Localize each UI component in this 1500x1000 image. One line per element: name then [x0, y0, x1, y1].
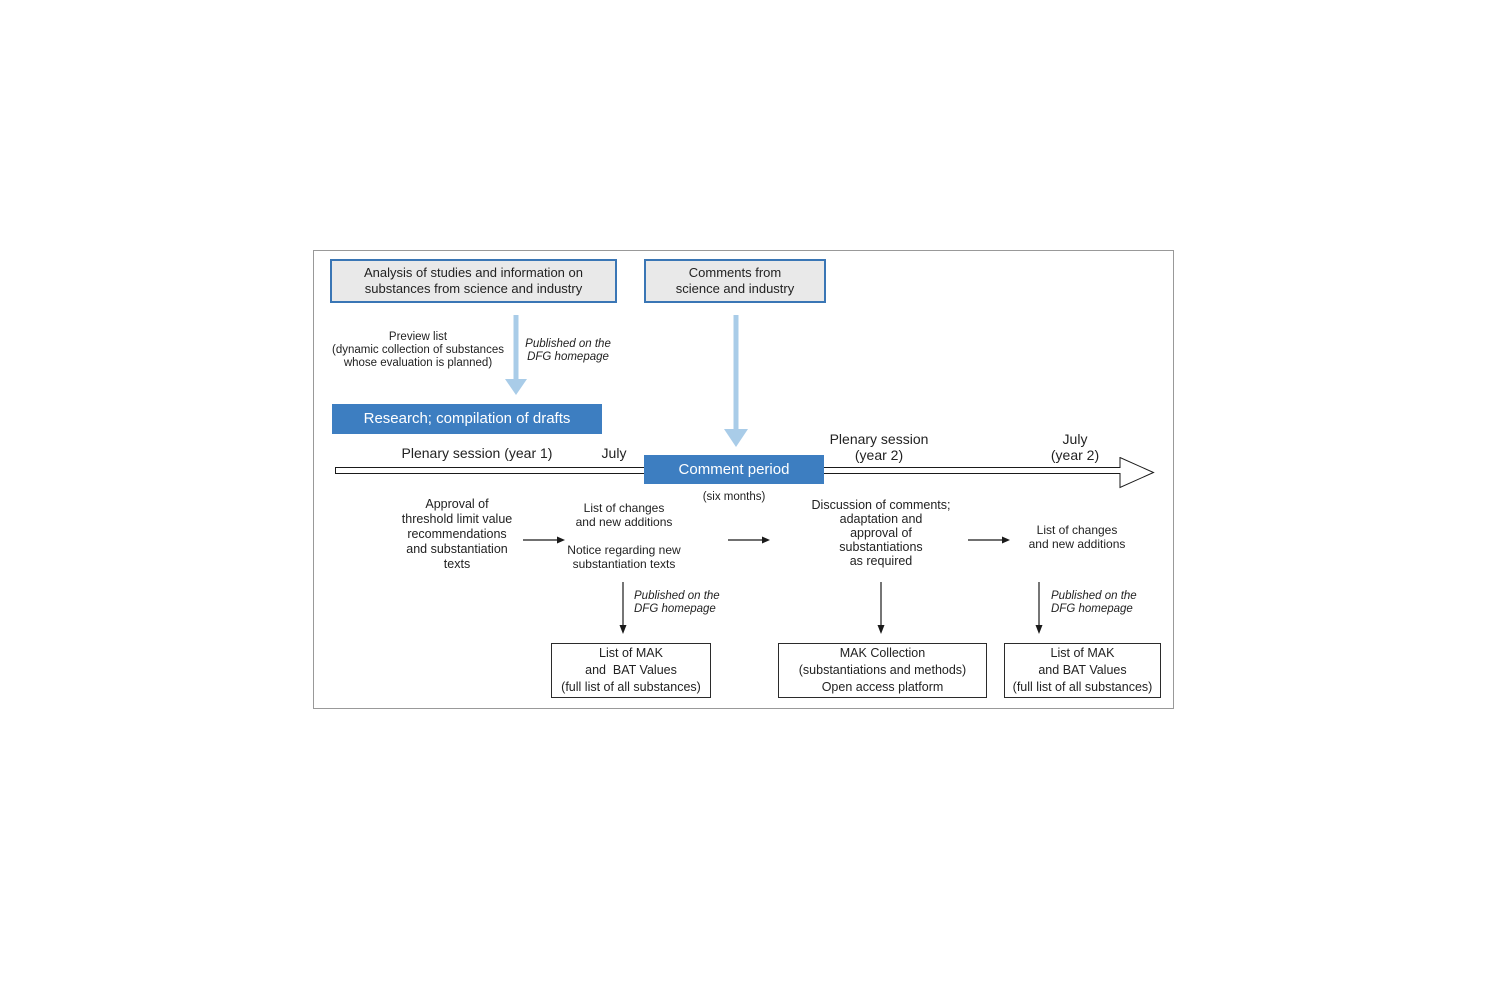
- comments-source-box: Comments from science and industry: [644, 259, 826, 303]
- right-arrow-icon: [523, 536, 565, 544]
- analysis-source-box: Analysis of studies and information on s…: [330, 259, 617, 303]
- published-dfg-note-right: Published on the DFG homepage: [1051, 590, 1137, 615]
- blue-down-arrow-icon: [724, 315, 748, 447]
- changes-second-text-block: List of changes and new additions: [1028, 523, 1126, 551]
- comment-period-stage-box: Comment period: [644, 455, 824, 484]
- timeline-label-july-year2: July (year 2): [1050, 431, 1100, 463]
- right-arrow-icon: [968, 536, 1010, 544]
- research-stage-box: Research; compilation of drafts: [332, 404, 602, 434]
- blue-down-arrow-icon: [505, 315, 527, 395]
- mak-collection-box: MAK Collection (substantiations and meth…: [778, 643, 987, 698]
- published-dfg-note-top: Published on the DFG homepage: [525, 338, 611, 363]
- down-arrow-icon: [877, 582, 885, 634]
- right-arrow-icon: [728, 536, 770, 544]
- down-arrow-icon: [619, 582, 627, 634]
- preview-list-note: Preview list (dynamic collection of subs…: [332, 331, 504, 369]
- timeline-label-plenary-year2: Plenary session (year 2): [829, 431, 929, 463]
- published-dfg-note-mid: Published on the DFG homepage: [634, 590, 720, 615]
- process-diagram: Analysis of studies and information on s…: [313, 250, 1174, 709]
- approval-text-block: Approval of threshold limit value recomm…: [401, 497, 513, 571]
- timeline-label-july-year1: July: [601, 445, 627, 461]
- six-months-note: (six months): [702, 491, 766, 503]
- mak-bat-list-box-second: List of MAK and BAT Values (full list of…: [1004, 643, 1161, 698]
- notice-text-block: Notice regarding new substantiation text…: [567, 543, 681, 571]
- timeline-label-plenary-year1: Plenary session (year 1): [401, 445, 553, 461]
- down-arrow-icon: [1035, 582, 1043, 634]
- changes-first-text-block: List of changes and new additions: [575, 501, 673, 529]
- mak-bat-list-box-first: List of MAK and BAT Values (full list of…: [551, 643, 711, 698]
- discussion-text-block: Discussion of comments; adaptation and a…: [811, 498, 951, 568]
